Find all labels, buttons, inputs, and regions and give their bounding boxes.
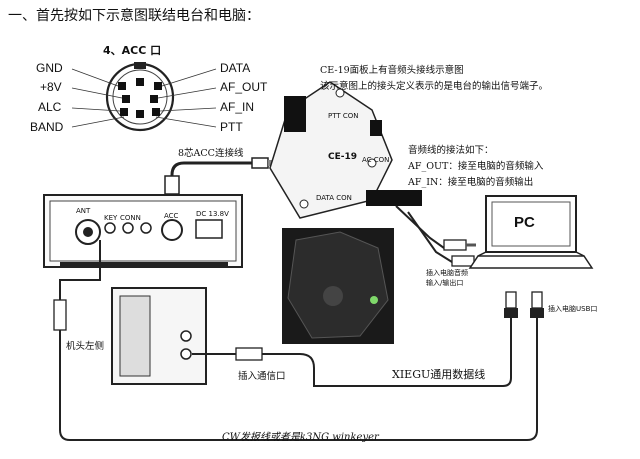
acc-pin-8v: +8V <box>40 80 62 94</box>
acc-pin-alc: ALC <box>38 100 62 114</box>
acc-pin-band: BAND <box>30 120 64 134</box>
xiegu-cable-label: XIEGU通用数据线 <box>392 368 486 381</box>
page-heading: 一、首先按如下示意图联结电台和电脑： <box>8 8 260 24</box>
radio-key-label: KEY <box>104 214 118 222</box>
ce19-label: CE-19 <box>328 152 358 162</box>
radio-conn-label: CONN <box>120 214 141 222</box>
left-side-label: 机头左侧 <box>66 341 105 352</box>
ce19-note-line1: CE-19面板上有音频头接线示意图 <box>320 65 464 76</box>
radio-ant-label: ANT <box>76 207 91 215</box>
audio-plug-label-1: 插入电脑音频 <box>426 269 468 277</box>
audio-plugs <box>395 205 484 267</box>
left-jack-cable <box>53 240 101 331</box>
acc-connector <box>71 62 217 132</box>
audio-af-out: AF_OUT：接至电脑的音频输入 <box>408 161 544 172</box>
radio-acc-label: ACC <box>164 212 179 220</box>
acc-pin-ptt: PTT <box>220 120 243 134</box>
ce19-board <box>269 81 422 219</box>
acc-pin-gnd: GND <box>36 61 63 75</box>
ce19-photo <box>282 228 394 344</box>
usb-label: 插入电脑USB口 <box>548 305 598 313</box>
acc-pin-af-out: AF_OUT <box>220 80 268 94</box>
bottom-caption: CW发报线或者是k3NG winkeyer <box>222 432 379 443</box>
acc-title: 4、ACC 口 <box>103 44 162 57</box>
ce19-port-ptt: PTT CON <box>328 112 359 120</box>
ce19-port-data: DATA CON <box>316 194 352 202</box>
pc-laptop <box>468 195 594 269</box>
radio-dc-label: DC 13.8V <box>196 210 229 218</box>
pc-label: PC <box>514 214 535 231</box>
radio-side <box>111 287 384 387</box>
audio-af-in: AF_IN：接至电脑的音频输出 <box>408 177 534 188</box>
audio-plug-label-2: 输入/输出口 <box>426 279 464 287</box>
ce19-port-acc: AC CON <box>362 156 390 164</box>
comm-port-label: 插入通信口 <box>238 371 286 382</box>
radio-rear <box>43 194 243 268</box>
acc-cable-label: 8芯ACC连接线 <box>178 148 244 159</box>
acc-pin-af-in: AF_IN <box>220 100 255 114</box>
ce19-note-line2: 该示意图上的接头定义表示的是电台的输出信号端子。 <box>320 81 549 92</box>
acc-pin-data: DATA <box>220 61 251 75</box>
usb-plugs <box>59 291 544 441</box>
acc-cable <box>164 157 278 195</box>
audio-title: 音频线的接法如下： <box>408 145 494 156</box>
